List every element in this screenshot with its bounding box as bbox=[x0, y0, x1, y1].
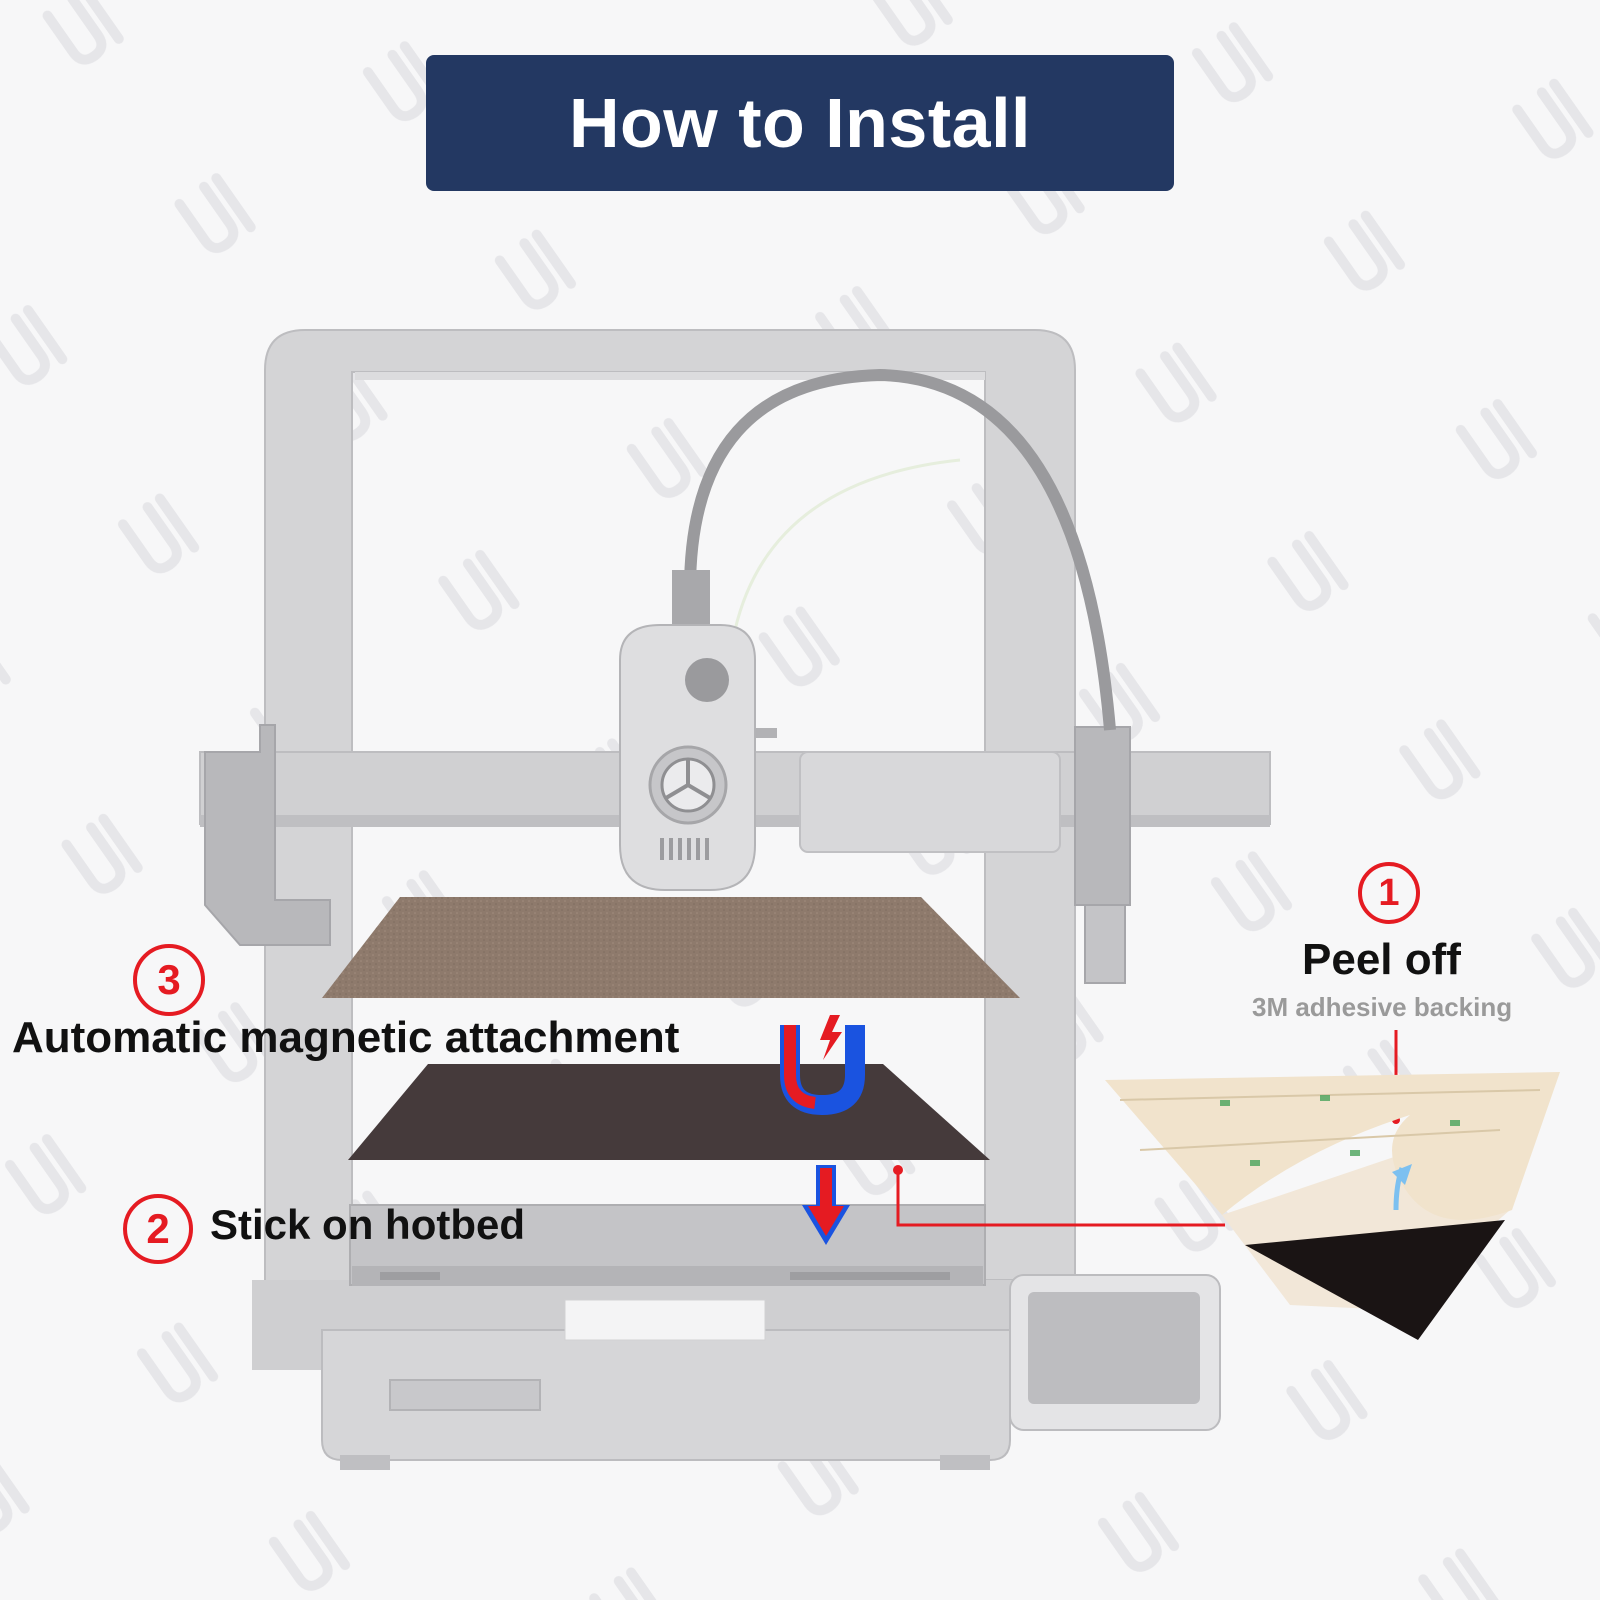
step-2-title: Stick on hotbed bbox=[210, 1201, 525, 1248]
magnetic-sheet bbox=[348, 1064, 990, 1160]
hotbed bbox=[349, 1204, 986, 1286]
title-banner: How to Install bbox=[426, 55, 1174, 191]
display-screen bbox=[1009, 1274, 1221, 1431]
step-1-subtitle: 3M adhesive backing bbox=[1252, 992, 1513, 1022]
up-arrow-icon bbox=[1392, 1164, 1412, 1211]
step-3-number: 3 bbox=[133, 944, 205, 1016]
step-2-number: 2 bbox=[123, 1194, 193, 1264]
title-text: How to Install bbox=[569, 84, 1031, 162]
step-1-title: Peel off bbox=[1302, 935, 1461, 984]
lightning-icon bbox=[820, 1015, 842, 1060]
magnet-icon bbox=[780, 1025, 865, 1116]
pei-sheet bbox=[322, 897, 1020, 998]
adhesive-sample bbox=[1105, 1072, 1560, 1340]
print-head bbox=[619, 570, 777, 891]
bowden-tube bbox=[684, 368, 1116, 731]
step-3-title: Automatic magnetic attachment bbox=[12, 1013, 680, 1062]
step-1-number: 1 bbox=[1358, 862, 1420, 924]
printer-base bbox=[252, 1280, 1012, 1470]
down-arrow-icon bbox=[802, 1165, 850, 1245]
